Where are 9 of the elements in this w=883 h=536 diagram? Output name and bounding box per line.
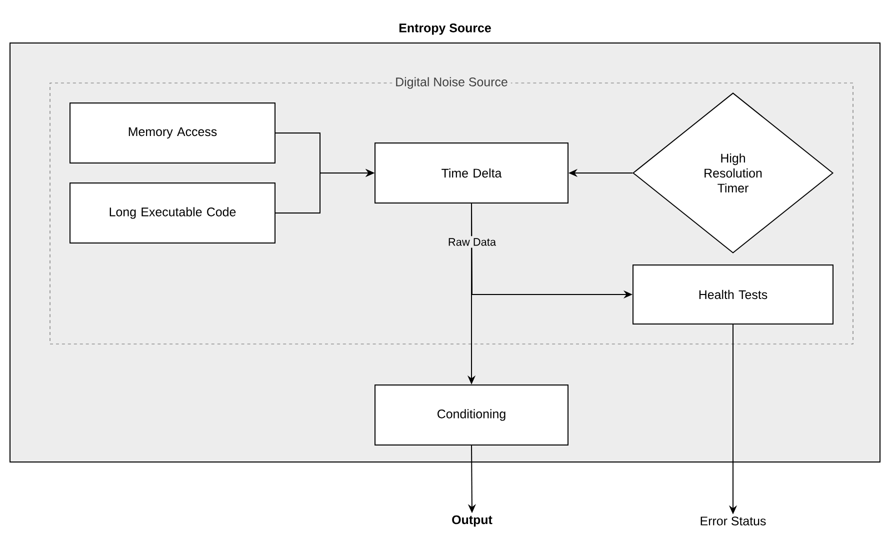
output-label: Output	[452, 515, 492, 527]
process-box: Long Executable Code	[70, 182, 276, 244]
edge-label: Raw Data	[446, 236, 498, 248]
process-box: Health Tests	[632, 264, 834, 324]
node-label: Entropy Source	[399, 24, 491, 35]
process-box: Memory Access	[70, 102, 276, 164]
process-box: Time Delta	[374, 142, 568, 204]
output-label: Error Status	[700, 516, 766, 526]
process-box: Conditioning	[374, 384, 568, 446]
